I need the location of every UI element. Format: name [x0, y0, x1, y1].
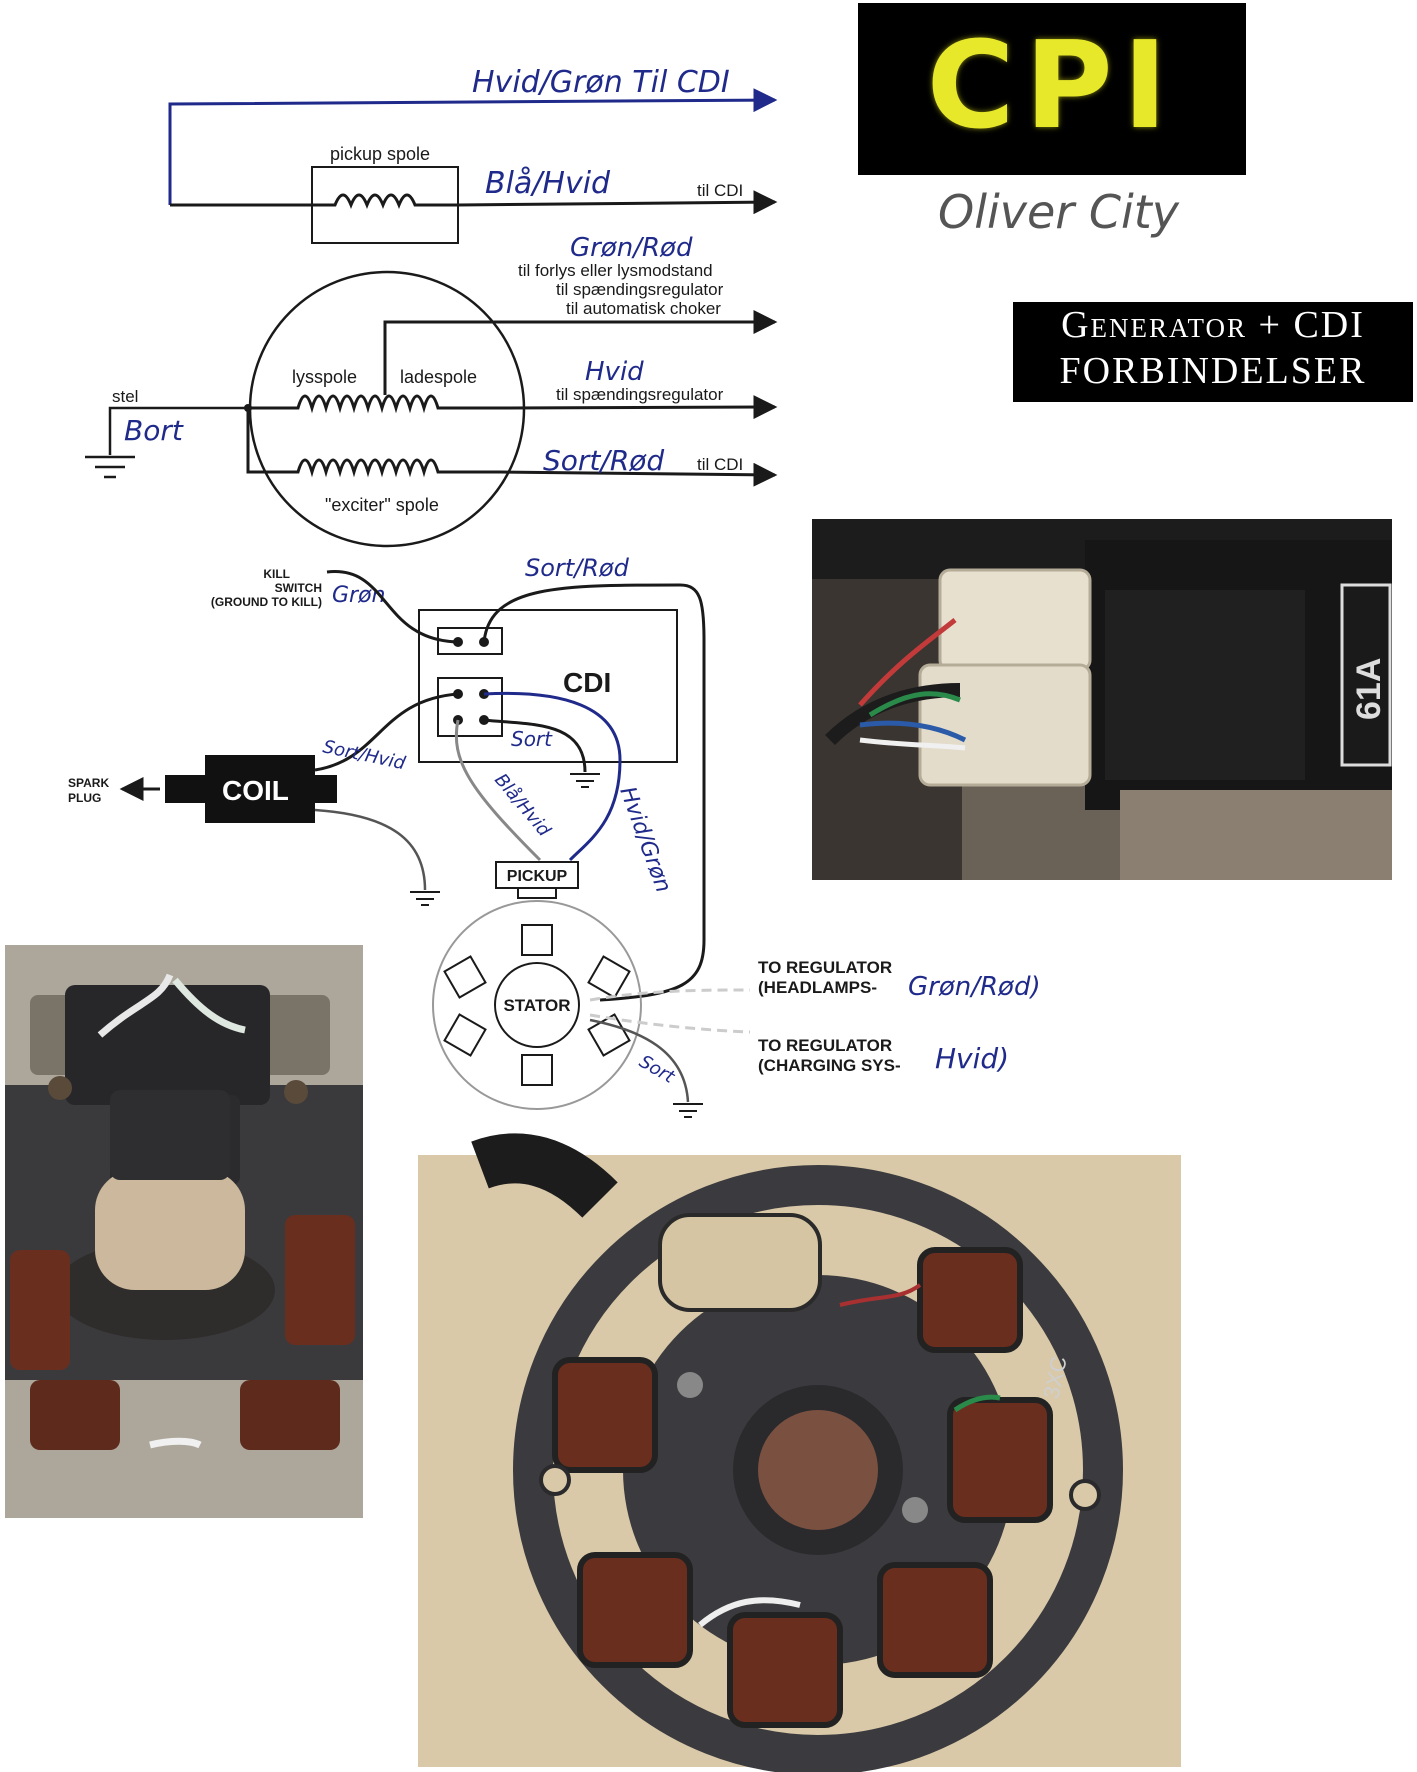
reg1-line1: TO REGULATOR — [758, 958, 892, 977]
stel-label: stel — [112, 387, 138, 406]
gr-dest-1: til forlys eller lysmodstand — [518, 261, 713, 280]
hvid-gron-wire — [168, 88, 778, 205]
cdi-top-wire-label: Sort/Rød — [525, 554, 630, 582]
kill-wire-label: Grøn — [332, 583, 386, 608]
hvid-dest-label: til spændingsregulator — [556, 385, 724, 404]
stator-label: STATOR — [503, 996, 570, 1015]
coil-label: COIL — [222, 775, 289, 806]
gr-dest-2: til spændingsregulator — [556, 280, 724, 299]
pickup-wire-label: Blå/Hvid — [485, 166, 611, 201]
kill-wire — [326, 570, 459, 644]
hvid-gron-label: Hvid/Grøn — [614, 784, 675, 896]
coil-ground-wire — [314, 808, 427, 891]
sort-rod-cdi-wire — [482, 583, 706, 1002]
gr-wire-label: Grøn/Rød — [570, 233, 693, 263]
stator-headlamp-wire — [589, 988, 751, 1002]
bla-hvid-label: Blå/Hvid — [490, 770, 555, 841]
coil-wire-label: Sort/Hvid — [321, 736, 408, 774]
cdi-sort-label: Sort — [511, 727, 553, 751]
stator-sort-wire — [589, 1018, 690, 1103]
stator-side-photo — [5, 945, 363, 1518]
sort-rod-wire-label: Sort/Rød — [543, 444, 664, 477]
gr-wire — [383, 310, 778, 395]
kill-label-3: (GROUND TO KILL) — [211, 595, 322, 609]
cpi-logo: CPI — [858, 3, 1246, 175]
cdi-box — [418, 609, 678, 763]
kill-label-2: SWITCH — [275, 581, 322, 595]
reg2-line1: TO REGULATOR — [758, 1036, 892, 1055]
pickup-coil — [170, 190, 778, 215]
bort-label: Bort — [124, 414, 184, 447]
reg2-line2: (CHARGING SYS- — [758, 1056, 901, 1075]
stator-charging-wire — [589, 1013, 751, 1034]
kill-label-1: KILL — [263, 567, 290, 581]
pickup-dest-label: til CDI — [697, 181, 743, 200]
stator-circle — [432, 900, 642, 1110]
pickup-box — [495, 861, 579, 889]
cdi-module-photo: 61A — [812, 519, 1392, 880]
hvid-gron-cdi-wire — [483, 691, 622, 862]
coil-box — [205, 755, 315, 823]
reg1-hand: Grøn/Rød) — [908, 972, 1041, 1002]
exciter-label: "exciter" spole — [325, 495, 439, 515]
top-wire-label: Hvid/Grøn Til CDI — [472, 65, 730, 100]
cdi-label: CDI — [563, 667, 611, 698]
sort-rod-dest-label: til CDI — [697, 455, 743, 474]
reg2-hand: Hvid) — [935, 1042, 1009, 1075]
spark-label-2: PLUG — [68, 791, 101, 805]
gr-dest-3: til automatisk choker — [566, 299, 721, 318]
title-line-1: Generator + CDI — [1061, 304, 1365, 346]
lysspole-label: lysspole — [292, 367, 357, 387]
logo-text: CPI — [926, 17, 1178, 156]
pickup-spole-label: pickup spole — [330, 144, 430, 164]
bla-hvid-cdi-wire — [454, 719, 542, 862]
logo-subtitle: Oliver City — [938, 185, 1179, 239]
spark-label-1: SPARK — [68, 776, 109, 790]
stator-top-photo: 3XC — [418, 1133, 1181, 1772]
stel-wire — [108, 406, 248, 455]
stator-sort-label: Sort — [636, 1051, 679, 1088]
ladespole-label: ladespole — [400, 367, 477, 387]
page-title: Generator + CDI forbindelser — [1013, 302, 1413, 402]
cdi-module-text: 61A — [1350, 658, 1388, 720]
reg1-line2: (HEADLAMPS- — [758, 978, 877, 997]
generator-schematic: Hvid/Grøn Til CDI pickup spole Blå/Hvid … — [85, 65, 778, 548]
exciter-coil — [246, 408, 778, 487]
stator-poles — [443, 924, 631, 1086]
cdi-sort-wire — [483, 718, 587, 773]
pickup-label: PICKUP — [507, 868, 568, 885]
title-line-2: forbindelser — [1059, 350, 1367, 392]
lys-lade-coil — [248, 394, 778, 420]
coil-cdi-wire — [314, 692, 459, 772]
hvid-wire-label: Hvid — [585, 357, 644, 387]
